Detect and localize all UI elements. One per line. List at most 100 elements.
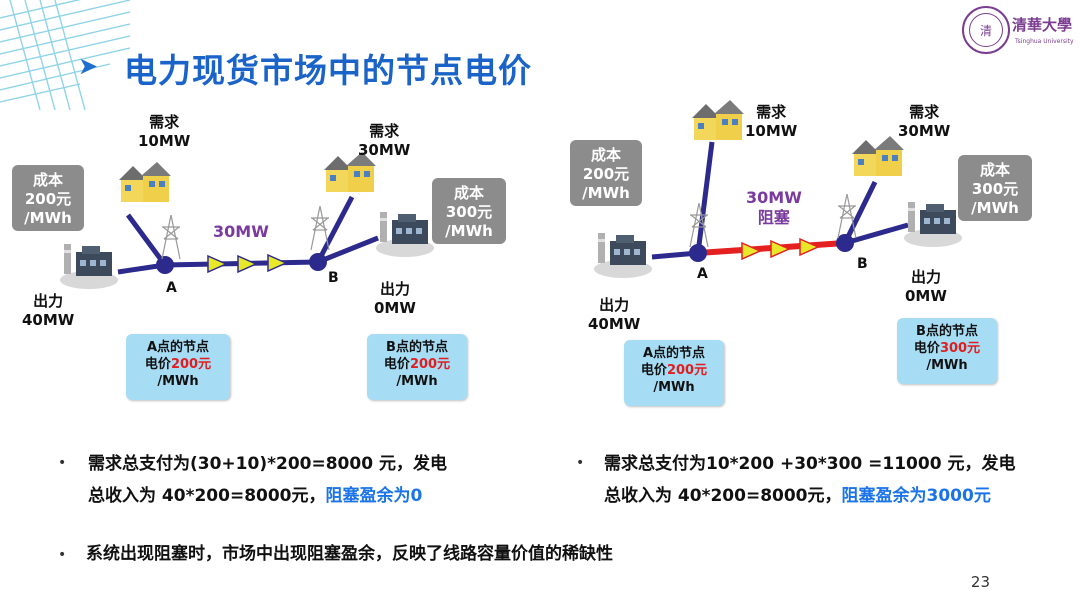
right-node-b-dot xyxy=(836,234,854,252)
bullet-3: 系统出现阻塞时，市场中出现阻塞盈余，反映了线路容量价值的稀缺性 xyxy=(86,544,613,564)
left-price-a-unit: /MWh xyxy=(157,374,199,389)
right-demand-b-value: 30MW xyxy=(898,122,951,140)
left-price-a-box: A点的节点 电价200元 /MWh xyxy=(126,334,230,400)
right-gen-b-value: 0MW xyxy=(905,287,947,305)
right-node-a-dot xyxy=(689,244,707,262)
transmission-tower-icon xyxy=(161,215,181,259)
bullet-2-line1: 需求总支付为10*200 +30*300 =11000 元，发电 xyxy=(604,454,1016,474)
transmission-tower-icon xyxy=(310,206,330,250)
left-cost-b-line3: /MWh xyxy=(445,222,493,240)
right-flow-arrow-3 xyxy=(799,237,820,257)
right-price-a-unit: /MWh xyxy=(653,380,695,395)
left-flow-arrow-3 xyxy=(267,253,288,273)
seal-inner: 清 xyxy=(969,13,1003,47)
right-flow-arrow-2 xyxy=(770,239,791,259)
left-price-a-pre: A点的节点 xyxy=(146,340,210,355)
bullet-2: 需求总支付为10*200 +30*300 =11000 元，发电 总收入为 40… xyxy=(604,448,1072,512)
left-flow-label: 30MW xyxy=(213,222,269,241)
left-cost-b-box: 成本 300元 /MWh xyxy=(432,178,506,244)
house-icon xyxy=(852,136,904,176)
right-gen-a: 出力 40MW xyxy=(588,296,640,334)
right-node-a-label: A xyxy=(697,266,708,282)
right-network-lines xyxy=(651,141,909,262)
right-flow-arrow-1 xyxy=(741,241,762,261)
left-demand-b-value: 30MW xyxy=(358,141,411,159)
right-price-b-mid: 电价 xyxy=(913,341,940,356)
left-node-a-dot xyxy=(156,256,174,274)
right-cost-a-line2: 200元 xyxy=(582,165,630,183)
power-plant-icon xyxy=(904,202,962,247)
left-cost-b-line2: 300元 xyxy=(445,203,493,221)
left-cost-a-line2: 200元 xyxy=(24,190,72,208)
right-cost-a-box: 成本 200元 /MWh xyxy=(570,140,642,206)
bullet-dot-2: • xyxy=(576,455,585,471)
left-gen-b-label: 出力 xyxy=(379,280,410,298)
left-gen-b-value: 0MW xyxy=(374,299,416,317)
left-gen-a-label: 出力 xyxy=(33,292,64,310)
right-cost-b-line1: 成本 xyxy=(979,161,1010,179)
left-cost-a-box: 成本 200元 /MWh xyxy=(12,165,84,231)
left-price-b-mid: 电价 xyxy=(383,357,410,372)
left-demand-b: 需求 30MW xyxy=(358,122,410,160)
house-icon xyxy=(324,152,376,192)
right-demand-a: 需求 10MW xyxy=(745,103,797,141)
left-price-b-box: B点的节点 电价200元 /MWh xyxy=(367,334,467,400)
power-plant-icon xyxy=(376,212,434,257)
left-cost-a-line1: 成本 xyxy=(32,171,63,189)
right-gen-a-label: 出力 xyxy=(599,296,630,314)
right-flow-value: 30MW xyxy=(746,188,802,207)
power-plant-icon xyxy=(594,233,652,278)
left-gen-b: 出力 0MW xyxy=(374,280,416,318)
bullet-1-line2a: 总收入为 40*200=8000元， xyxy=(88,486,326,506)
right-node-b-label: B xyxy=(857,256,868,272)
right-demand-a-value: 10MW xyxy=(745,122,798,140)
right-cost-a-line1: 成本 xyxy=(590,146,621,164)
right-flow-label: 30MW 阻塞 xyxy=(746,188,802,228)
transmission-tower-icon xyxy=(837,194,857,238)
left-node-a-label: A xyxy=(166,280,177,296)
bullet-2-highlight: 阻塞盈余为3000元 xyxy=(841,486,991,506)
bullet-1-line1: 需求总支付为(30+10)*200=8000 元，发电 xyxy=(88,454,447,474)
corner-decoration xyxy=(0,0,130,110)
title-arrow-icon: ➤ xyxy=(78,52,99,80)
left-gen-a-value: 40MW xyxy=(22,311,75,329)
university-name: 清華大學 xyxy=(1012,16,1073,34)
right-cost-b-box: 成本 300元 /MWh xyxy=(958,155,1032,221)
right-demand-b-label: 需求 xyxy=(909,103,940,121)
right-cost-b-line2: 300元 xyxy=(971,180,1019,198)
right-price-b-unit: /MWh xyxy=(926,358,968,373)
left-price-b-value: 200元 xyxy=(409,357,451,372)
left-node-b-label: B xyxy=(328,270,339,286)
bullet-dot-1: • xyxy=(58,455,67,471)
right-price-b-value: 300元 xyxy=(939,341,981,356)
page-title: 电力现货市场中的节点电价 xyxy=(124,51,532,90)
power-plant-icon xyxy=(60,244,118,289)
left-flow-arrow-1 xyxy=(207,254,228,274)
right-price-a-mid: 电价 xyxy=(640,363,667,378)
house-icon xyxy=(119,162,171,202)
left-price-b-pre: B点的节点 xyxy=(386,340,448,355)
left-flow-arrow-2 xyxy=(237,254,258,274)
bullet-dot-3: • xyxy=(58,547,67,563)
right-demand-a-label: 需求 xyxy=(756,103,787,121)
left-node-b-dot xyxy=(309,253,327,271)
right-gen-b: 出力 0MW xyxy=(905,268,947,306)
right-gen-b-label: 出力 xyxy=(910,268,941,286)
right-price-b-pre: B点的节点 xyxy=(916,324,978,339)
transmission-tower-icon xyxy=(689,203,709,247)
house-icon xyxy=(692,100,744,140)
bullet-1-highlight: 阻塞盈余为0 xyxy=(325,486,423,506)
left-price-a-mid: 电价 xyxy=(144,357,171,372)
right-cost-b-line3: /MWh xyxy=(971,199,1019,217)
left-cost-b-line1: 成本 xyxy=(453,184,484,202)
left-price-a-value: 200元 xyxy=(170,357,212,372)
right-demand-b: 需求 30MW xyxy=(898,103,950,141)
right-price-a-pre: A点的节点 xyxy=(642,346,706,361)
right-price-a-box: A点的节点 电价200元 /MWh xyxy=(624,340,724,406)
university-name-en: Tsinghua University xyxy=(1015,38,1074,45)
left-demand-b-label: 需求 xyxy=(369,122,400,140)
left-gen-a: 出力 40MW xyxy=(22,292,74,330)
page-number: 23 xyxy=(970,573,990,591)
right-gen-a-value: 40MW xyxy=(588,315,641,333)
